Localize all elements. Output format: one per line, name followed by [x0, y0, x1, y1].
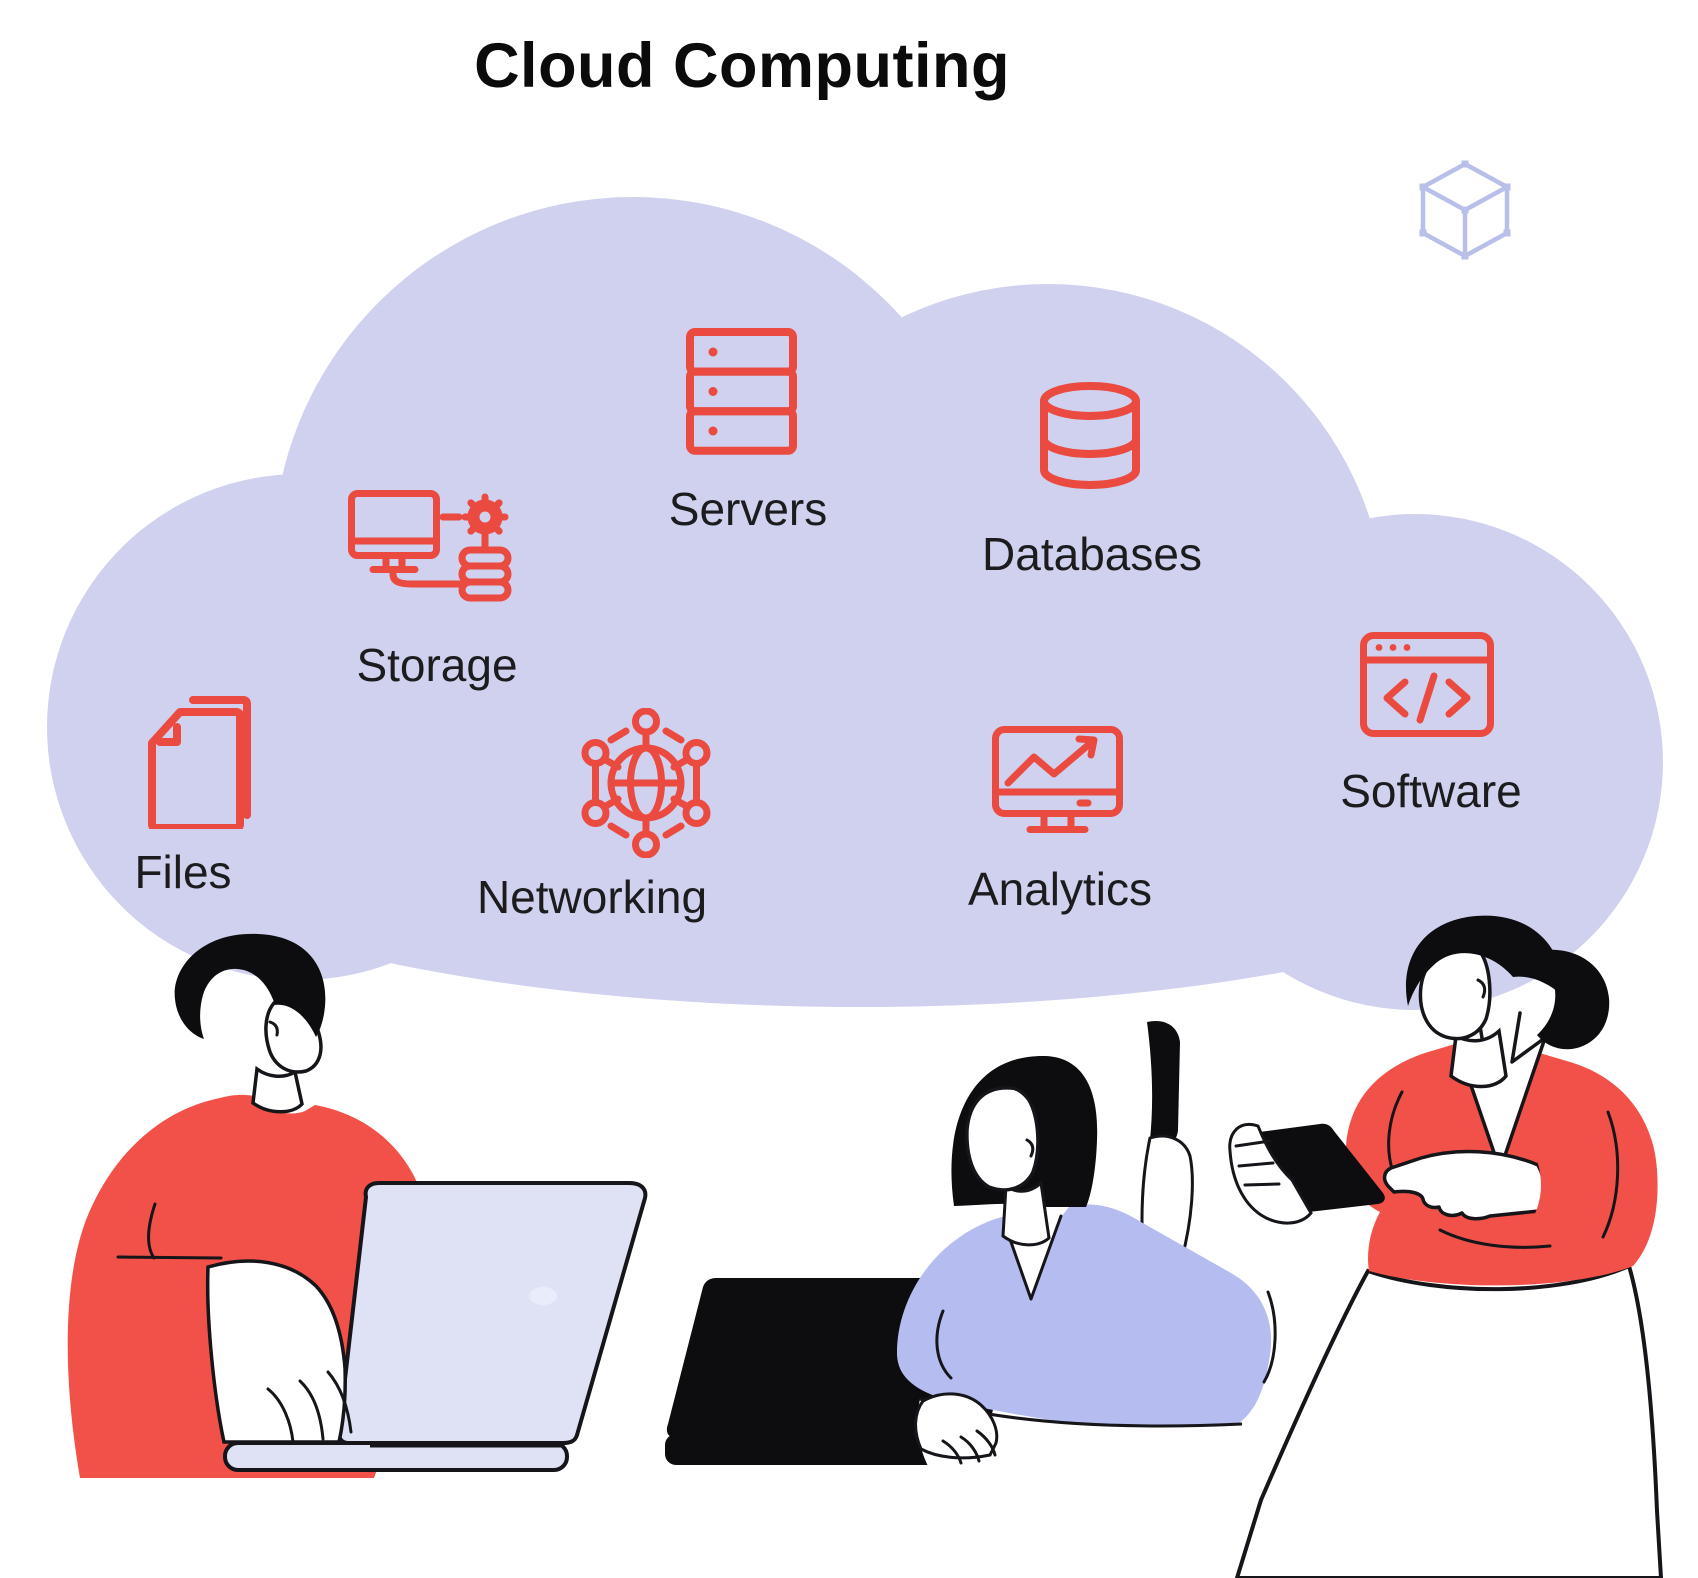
- person-right-illustration: [1228, 915, 1664, 1578]
- wireframe-cube-icon: [1419, 160, 1511, 260]
- database-cylinder-icon: [1040, 382, 1140, 489]
- server-rack-icon: [686, 328, 797, 455]
- person-left-illustration: [67, 933, 648, 1478]
- label-files: Files: [134, 846, 232, 898]
- monitor-chart-icon: [992, 726, 1123, 833]
- label-storage: Storage: [356, 639, 518, 691]
- documents-icon: [148, 696, 251, 829]
- label-servers: Servers: [668, 483, 828, 535]
- globe-network-icon: [581, 708, 711, 858]
- monitor-gear-stack-icon: [348, 490, 512, 602]
- browser-code-icon: [1360, 632, 1494, 737]
- label-databases: Databases: [982, 528, 1202, 580]
- person-center-illustration: [665, 1020, 1277, 1470]
- label-software: Software: [1340, 765, 1522, 817]
- page-title: Cloud Computing: [474, 31, 1010, 101]
- label-networking: Networking: [476, 871, 708, 923]
- label-analytics: Analytics: [967, 863, 1153, 915]
